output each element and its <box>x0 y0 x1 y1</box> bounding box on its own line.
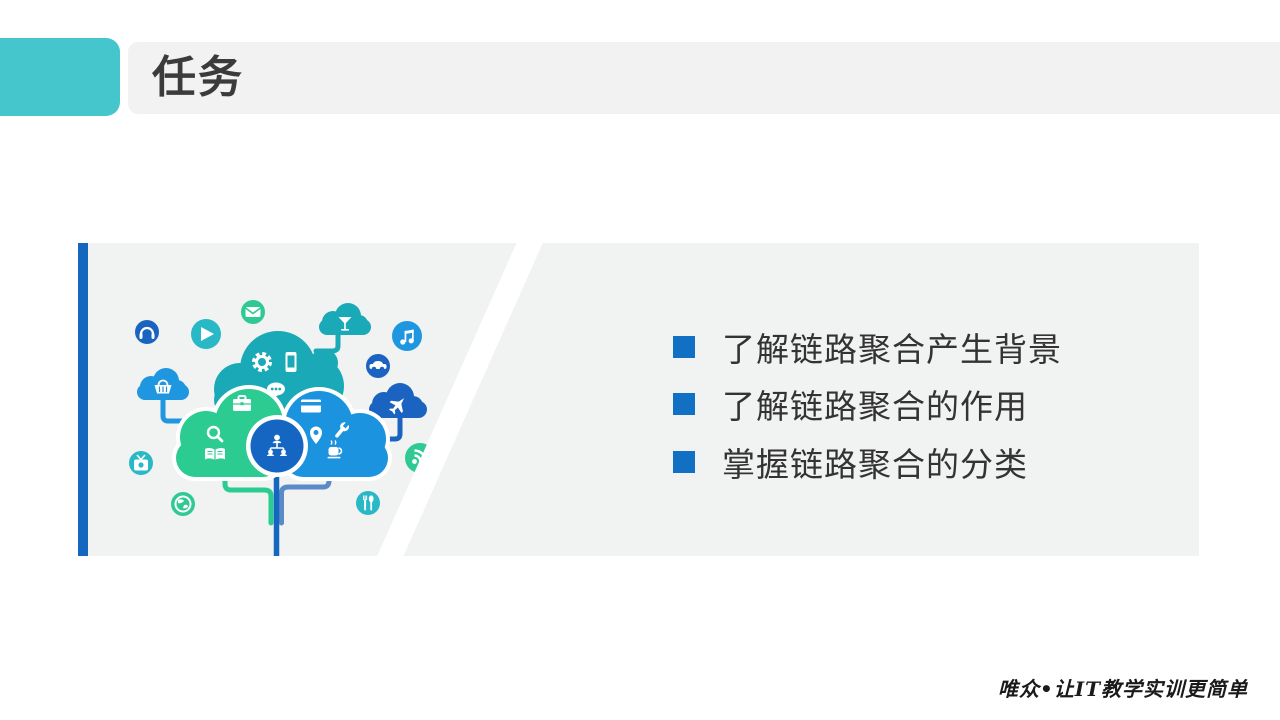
globe-icon <box>174 495 192 513</box>
objective-text: 了解链路聚合产生背景 <box>722 330 1062 368</box>
mail-badge <box>241 300 265 324</box>
smartphone-icon <box>285 352 297 372</box>
objectives-list: 了解链路聚合产生背景 了解链路聚合的作用 掌握链路聚合的分类 <box>673 318 1173 491</box>
shopping-basket-icon <box>154 379 172 394</box>
cocktail-connector-line <box>313 330 341 354</box>
book-icon <box>205 447 225 460</box>
panel-accent-bar <box>78 243 88 556</box>
credit-card-icon <box>301 399 321 413</box>
objective-text: 掌握链路聚合的分类 <box>722 445 1028 483</box>
airplane-cloud <box>369 383 427 418</box>
search-icon <box>206 425 224 443</box>
list-item: 掌握链路聚合的分类 <box>673 433 1173 490</box>
trunk-branch-steel <box>279 465 332 526</box>
page-title: 任务 <box>152 53 244 102</box>
car-badge <box>366 354 390 378</box>
coffee-icon <box>327 440 343 459</box>
music-badge <box>392 321 422 351</box>
location-pin-icon <box>310 426 322 444</box>
cocktail-icon <box>338 317 352 331</box>
cloud-tree-illustration <box>129 300 435 556</box>
play-badge <box>191 319 221 349</box>
briefcase-icon <box>233 395 251 411</box>
utensils-icon <box>363 495 374 511</box>
network-circle <box>246 415 308 477</box>
basket-connector-line <box>160 396 189 424</box>
utensils-badge <box>356 491 380 515</box>
bullet-square-icon <box>673 335 695 358</box>
wrench-icon <box>335 421 350 438</box>
bullet-square-icon <box>673 393 695 415</box>
car-icon <box>369 361 387 372</box>
header-accent-tab <box>0 38 120 116</box>
gear-icon <box>252 352 272 372</box>
airplane-icon <box>389 398 405 415</box>
mail-icon <box>245 307 261 317</box>
airplane-connector-line <box>378 414 403 442</box>
tv-badge <box>129 451 153 475</box>
globe-badge <box>171 492 195 516</box>
objective-text: 了解链路聚合的作用 <box>722 388 1028 425</box>
list-item: 了解链路聚合的作用 <box>673 376 1173 433</box>
music-icon <box>400 329 414 345</box>
shopping-basket-cloud <box>137 368 189 400</box>
cocktail-cloud <box>319 303 371 335</box>
header-bar: 任务 <box>128 42 1280 114</box>
network-share-icon <box>267 434 287 456</box>
tv-icon <box>134 454 148 471</box>
content-panel: 了解链路聚合产生背景 了解链路聚合的作用 掌握链路聚合的分类 <box>88 243 1199 556</box>
headphones-badge <box>135 320 159 344</box>
headphones-icon <box>139 326 155 339</box>
brand-watermark: 唯众•让IT教学实训更简单 <box>997 677 1248 701</box>
list-item: 了解链路聚合产生背景 <box>673 318 1173 375</box>
trunk-branch-green <box>222 465 274 526</box>
play-icon <box>201 327 214 341</box>
bullet-square-icon <box>673 450 695 473</box>
